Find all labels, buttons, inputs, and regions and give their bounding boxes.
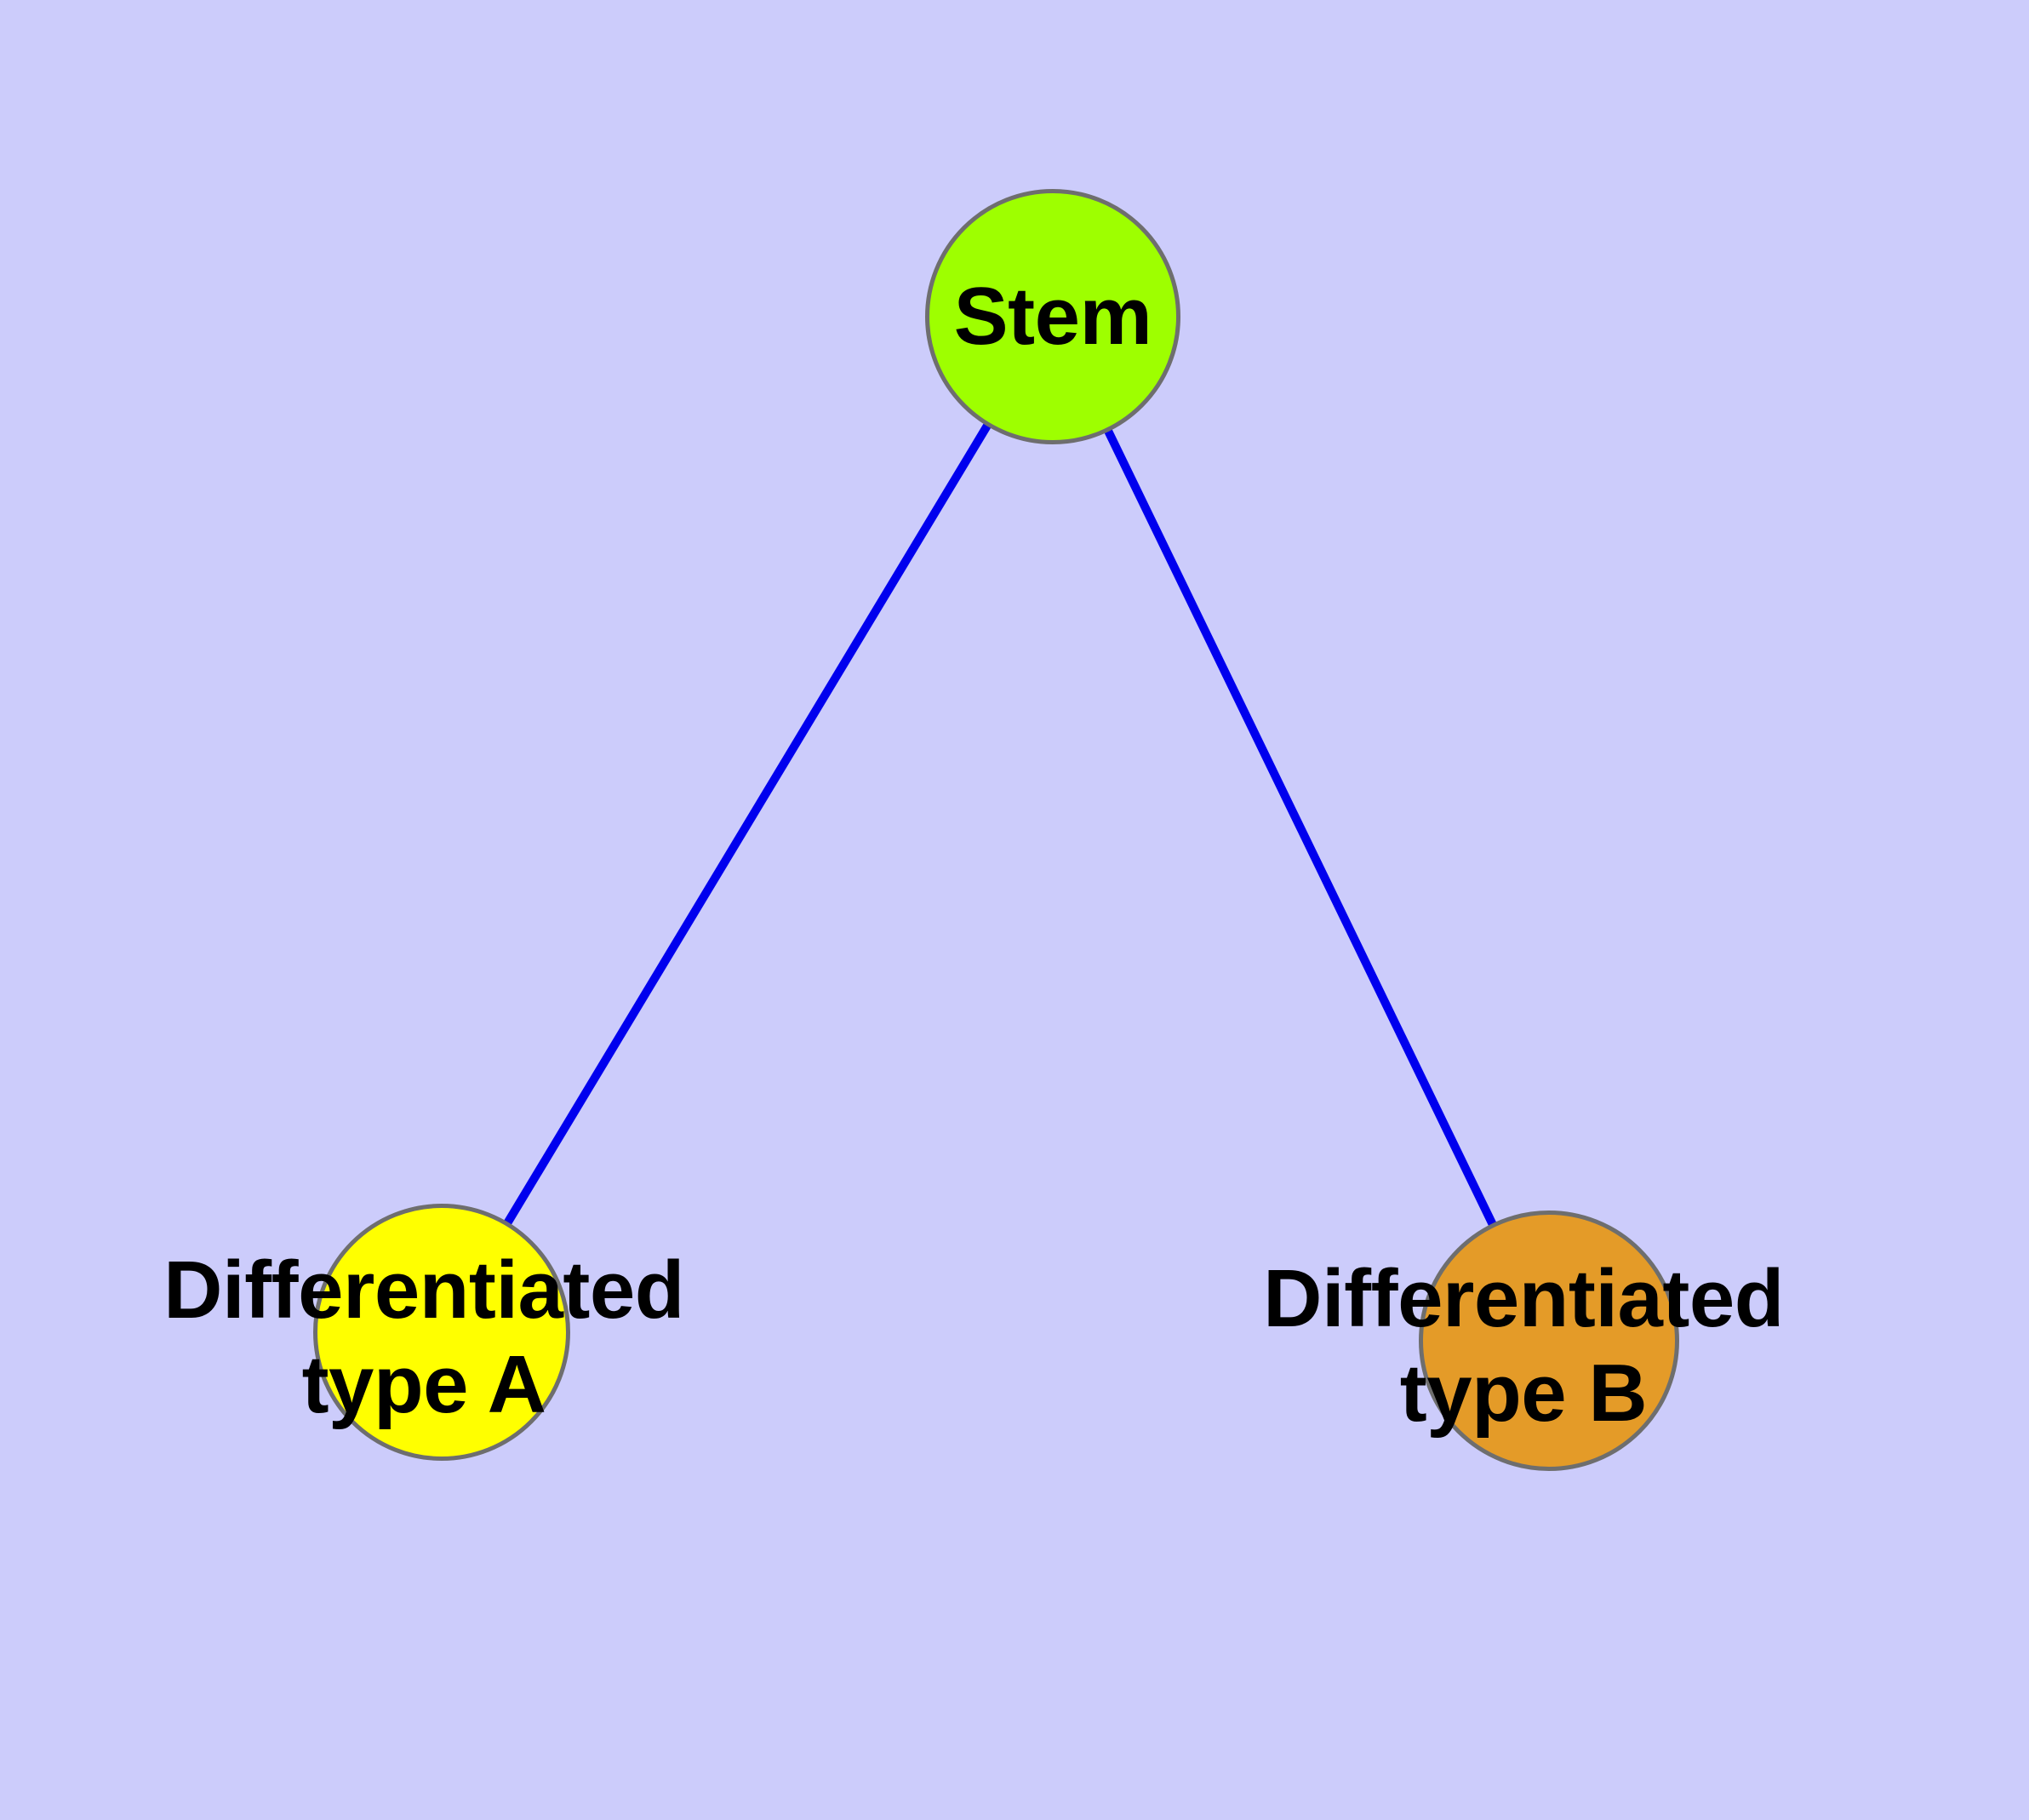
graph-node-label-diff-a-line-2: type A <box>301 1338 546 1430</box>
graph-node-diff-a[interactable] <box>313 1204 570 1461</box>
graph-node-label-diff-a-line-1: Differentiated <box>163 1244 684 1336</box>
graph-node-label-stem: Stem <box>457 269 1649 363</box>
graph-node-stem[interactable] <box>925 189 1180 444</box>
graph-node-label-diff-b-line-2: type B <box>1399 1347 1648 1439</box>
graph-edge-stem-to-b <box>1049 314 1553 1343</box>
graph-node-label-stem-line-1: Stem <box>953 271 1152 363</box>
graph-node-label-diff-b-line-1: Differentiated <box>1263 1252 1784 1344</box>
graph-edge-stem-to-a <box>437 314 1057 1335</box>
graph-node-diff-b[interactable] <box>1419 1210 1679 1471</box>
